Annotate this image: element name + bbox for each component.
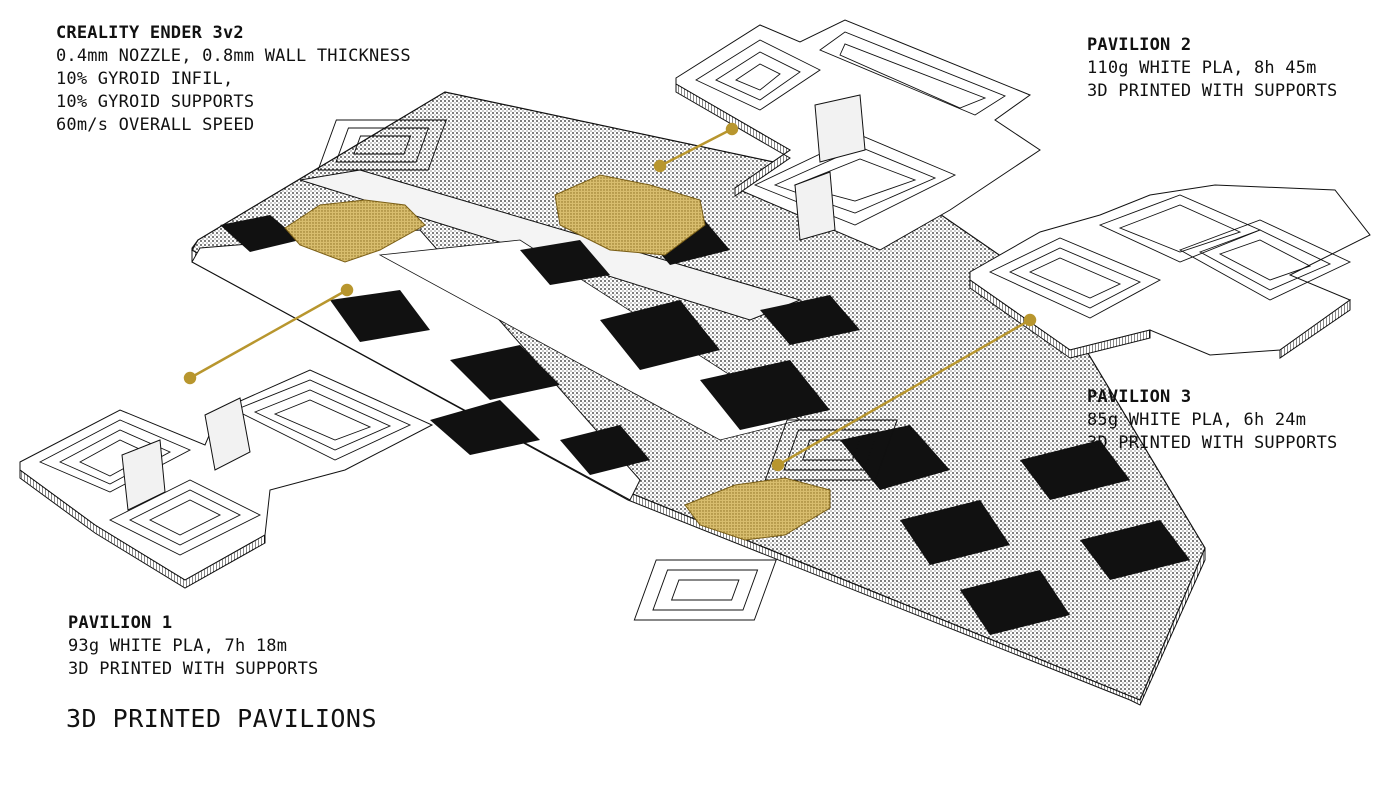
pavilion-1-info: PAVILION 1 93g WHITE PLA, 7h 18m 3D PRIN… [68, 612, 318, 681]
pavilion-3-material: 85g WHITE PLA, 6h 24m [1087, 410, 1307, 430]
page-caption: 3D PRINTED PAVILIONS [66, 704, 378, 733]
pavilion-2-model [675, 19, 1041, 251]
pavilion-2-material: 110g WHITE PLA, 8h 45m [1087, 58, 1317, 78]
pavilion-1-material: 93g WHITE PLA, 7h 18m [68, 636, 288, 656]
pavilion-2-info: PAVILION 2 110g WHITE PLA, 8h 45m 3D PRI… [1087, 34, 1337, 103]
printer-specs: CREALITY ENDER 3v2 0.4mm NOZZLE, 0.8mm W… [56, 22, 411, 137]
pavilion-3-info: PAVILION 3 85g WHITE PLA, 6h 24m 3D PRIN… [1087, 386, 1337, 455]
pavilion-1-model [19, 369, 434, 589]
pavilion-2-title: PAVILION 2 [1087, 35, 1192, 55]
pavilion-3-method: 3D PRINTED WITH SUPPORTS [1087, 433, 1338, 453]
pavilion-1-title: PAVILION 1 [68, 613, 173, 633]
printer-title: CREALITY ENDER 3v2 [56, 23, 244, 43]
printer-spec-line: 10% GYROID INFIL, [56, 69, 234, 89]
printer-spec-line: 60m/s OVERALL SPEED [56, 115, 255, 135]
site-model [191, 91, 1206, 706]
pavilion-3-model [969, 184, 1371, 359]
pavilion-3-title: PAVILION 3 [1087, 387, 1192, 407]
printer-spec-line: 10% GYROID SUPPORTS [56, 92, 255, 112]
printer-spec-line: 0.4mm NOZZLE, 0.8mm WALL THICKNESS [56, 46, 411, 66]
leader-lines [183, 122, 1037, 472]
pavilion-1-method: 3D PRINTED WITH SUPPORTS [68, 659, 319, 679]
pavilion-2-method: 3D PRINTED WITH SUPPORTS [1087, 81, 1338, 101]
